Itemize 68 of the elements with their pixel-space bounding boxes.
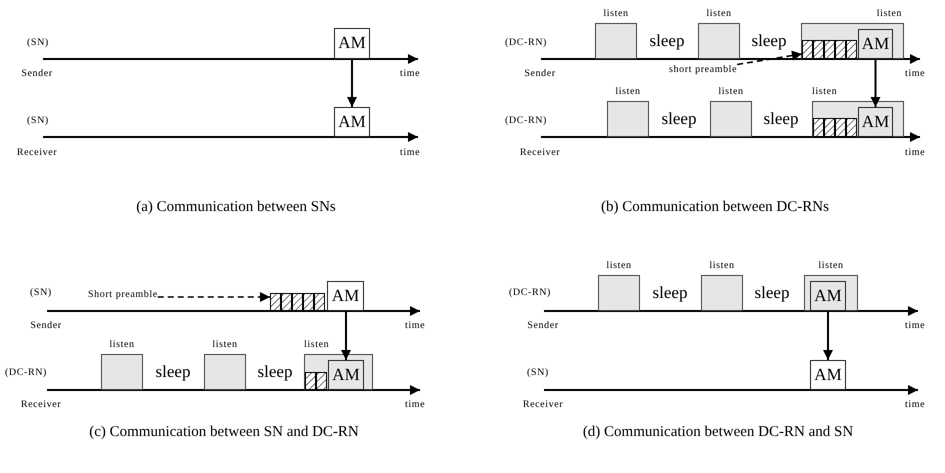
message-box: AM [334,28,370,59]
state-label: listen [603,8,629,20]
axis-label: time [400,68,420,80]
node-type-label: (SN) [30,287,52,299]
node-type-label: (SN) [527,367,549,379]
hatched-preamble-drawing [813,118,857,137]
state-label: listen [706,8,732,20]
state-label: sleep [652,283,688,303]
subfigure-caption: (a) Communication between SNs [136,198,336,216]
message-box: AM [858,107,893,137]
annotation-text: Short preamble [88,289,158,301]
state-label: listen [709,260,735,272]
state-label: sleep [752,31,786,51]
state-label: listen [818,260,844,272]
annotation-text: short preamble [669,64,738,76]
state-label: listen [606,260,632,272]
role-label: Receiver [16,147,58,159]
state-label: listen [812,86,838,98]
hatched-preamble-drawing [270,293,325,311]
role-label: Receiver [520,147,560,159]
state-label: listen [212,339,238,351]
axis-label: time [905,147,926,159]
state-label: sleep [258,362,292,382]
subfigure-caption: (d) Communication between DC-RN and SN [582,423,854,441]
message-box: AM [334,107,370,137]
axis-label: time [905,399,926,411]
message-box: AM [810,360,846,390]
arrow [347,59,357,107]
role-label: Receiver [522,399,564,411]
axis-label: time [405,399,426,411]
message-box: AM [810,281,846,311]
subfigure-caption: (c) Communication between SN and DC-RN [89,423,359,441]
dashed-arrow [736,50,802,66]
role-label: Receiver [20,399,62,411]
state-label: sleep [764,109,798,129]
state-label: sleep [650,31,684,51]
state-label: sleep [754,283,790,303]
node-type-label: (SN) [27,115,49,127]
hatched-preamble-drawing [802,40,857,59]
state-label: sleep [156,362,190,382]
state-label: listen [615,86,641,98]
node-type-label: (DC-RN) [505,37,547,49]
hatched-preamble-drawing [305,372,327,390]
role-label: Sender [21,68,53,80]
role-label: Sender [30,320,62,332]
axis-label: time [905,68,926,80]
state-label: listen [109,339,135,351]
node-type-label: (DC-RN) [5,367,47,379]
axis-label: time [405,320,426,332]
role-label: Sender [524,68,556,80]
arrow [870,59,880,107]
message-box: AM [328,360,364,390]
state-label: listen [304,339,330,351]
arrow [341,311,351,360]
dashed-arrow [158,292,270,302]
axis-label: time [905,320,926,332]
state-label: listen [876,8,902,20]
message-box: AM [327,281,364,311]
message-box: AM [858,29,893,59]
node-type-label: (DC-RN) [509,287,551,299]
arrow [823,311,833,360]
role-label: Sender [527,320,559,332]
subfigure-caption: (b) Communication between DC-RNs [601,198,829,216]
state-label: sleep [662,109,696,129]
node-type-label: (SN) [27,37,49,49]
axis-label: time [400,147,420,159]
state-label: listen [718,86,744,98]
node-type-label: (DC-RN) [505,115,547,127]
